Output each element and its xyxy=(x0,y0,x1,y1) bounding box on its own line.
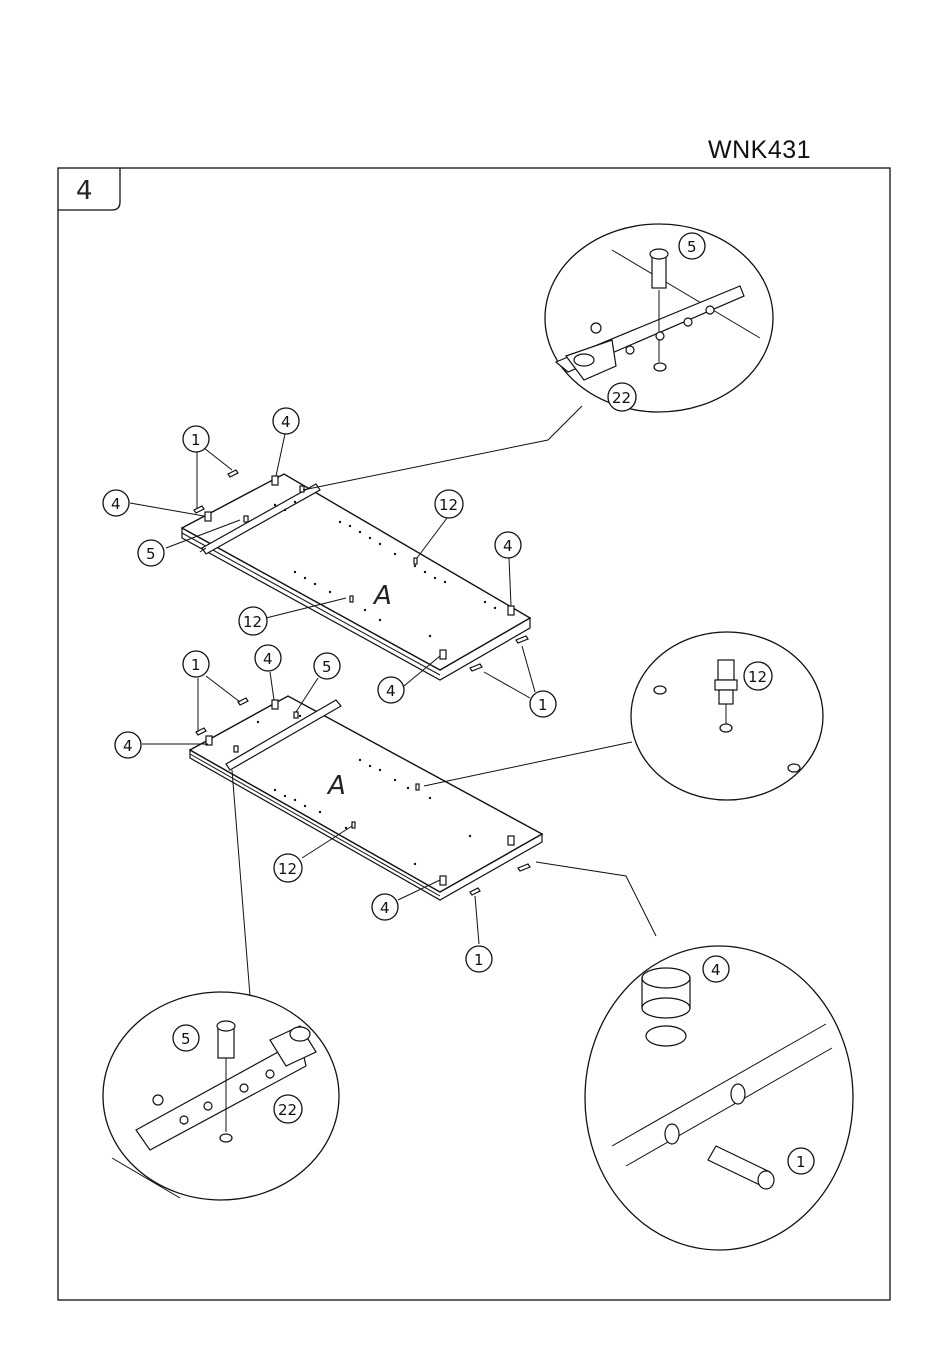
callout-detail-bl-22: 22 xyxy=(274,1095,302,1123)
callout-detail-br-1: 1 xyxy=(788,1148,814,1174)
svg-text:12: 12 xyxy=(278,860,297,878)
detail-mid xyxy=(631,632,823,800)
callout-upper-4d: 4 xyxy=(378,677,404,703)
callout-detail-top-22: 22 xyxy=(608,383,636,411)
svg-text:22: 22 xyxy=(612,389,631,407)
svg-text:22: 22 xyxy=(278,1101,297,1119)
svg-text:12: 12 xyxy=(243,613,262,631)
callout-lower-4b: 4 xyxy=(115,732,141,758)
svg-text:4: 4 xyxy=(281,413,291,431)
callout-lower-4a: 4 xyxy=(255,645,281,671)
callout-upper-4a: 4 xyxy=(273,408,299,434)
upper-panel: A xyxy=(182,470,530,680)
callout-lower-5: 5 xyxy=(314,653,340,679)
svg-text:1: 1 xyxy=(191,656,201,674)
svg-text:4: 4 xyxy=(503,537,513,555)
detail-bottom-right xyxy=(585,946,853,1250)
svg-text:5: 5 xyxy=(146,545,156,563)
callout-lower-4c: 4 xyxy=(372,894,398,920)
lower-panel: A xyxy=(190,696,542,900)
callout-detail-bl-5: 5 xyxy=(173,1025,199,1051)
callout-lower-1b: 1 xyxy=(466,946,492,972)
svg-text:4: 4 xyxy=(111,495,121,513)
callout-detail-top-5: 5 xyxy=(679,233,705,259)
svg-text:12: 12 xyxy=(439,496,458,514)
step-number: 4 xyxy=(76,176,93,206)
svg-text:4: 4 xyxy=(123,737,133,755)
callout-lower-1a: 1 xyxy=(183,651,209,677)
callout-upper-1a: 1 xyxy=(183,426,209,452)
callout-upper-12b: 12 xyxy=(239,607,267,635)
callout-upper-12a: 12 xyxy=(435,490,463,518)
detail-top xyxy=(545,224,773,412)
callout-upper-4b: 4 xyxy=(103,490,129,516)
svg-text:1: 1 xyxy=(191,431,201,449)
svg-text:5: 5 xyxy=(322,658,332,676)
upper-panel-label: A xyxy=(372,581,392,611)
svg-text:4: 4 xyxy=(711,961,721,979)
svg-text:4: 4 xyxy=(386,682,396,700)
callout-detail-br-4: 4 xyxy=(703,956,729,982)
callout-detail-mid-12: 12 xyxy=(744,662,772,690)
svg-text:4: 4 xyxy=(380,899,390,917)
callout-upper-5: 5 xyxy=(138,540,164,566)
svg-text:5: 5 xyxy=(181,1030,191,1048)
callout-upper-4c: 4 xyxy=(495,532,521,558)
callouts: 1 4 4 5 12 12 4 4 1 1 4 5 4 12 4 1 5 22 … xyxy=(103,233,814,1174)
callout-upper-1b: 1 xyxy=(530,691,556,717)
svg-text:12: 12 xyxy=(748,668,767,686)
svg-text:5: 5 xyxy=(687,238,697,256)
svg-text:4: 4 xyxy=(263,650,273,668)
svg-text:1: 1 xyxy=(474,951,484,969)
callout-lower-12: 12 xyxy=(274,854,302,882)
svg-text:1: 1 xyxy=(538,696,548,714)
lower-panel-label: A xyxy=(326,771,346,801)
detail-bottom-left xyxy=(103,992,339,1200)
svg-text:1: 1 xyxy=(796,1153,806,1171)
